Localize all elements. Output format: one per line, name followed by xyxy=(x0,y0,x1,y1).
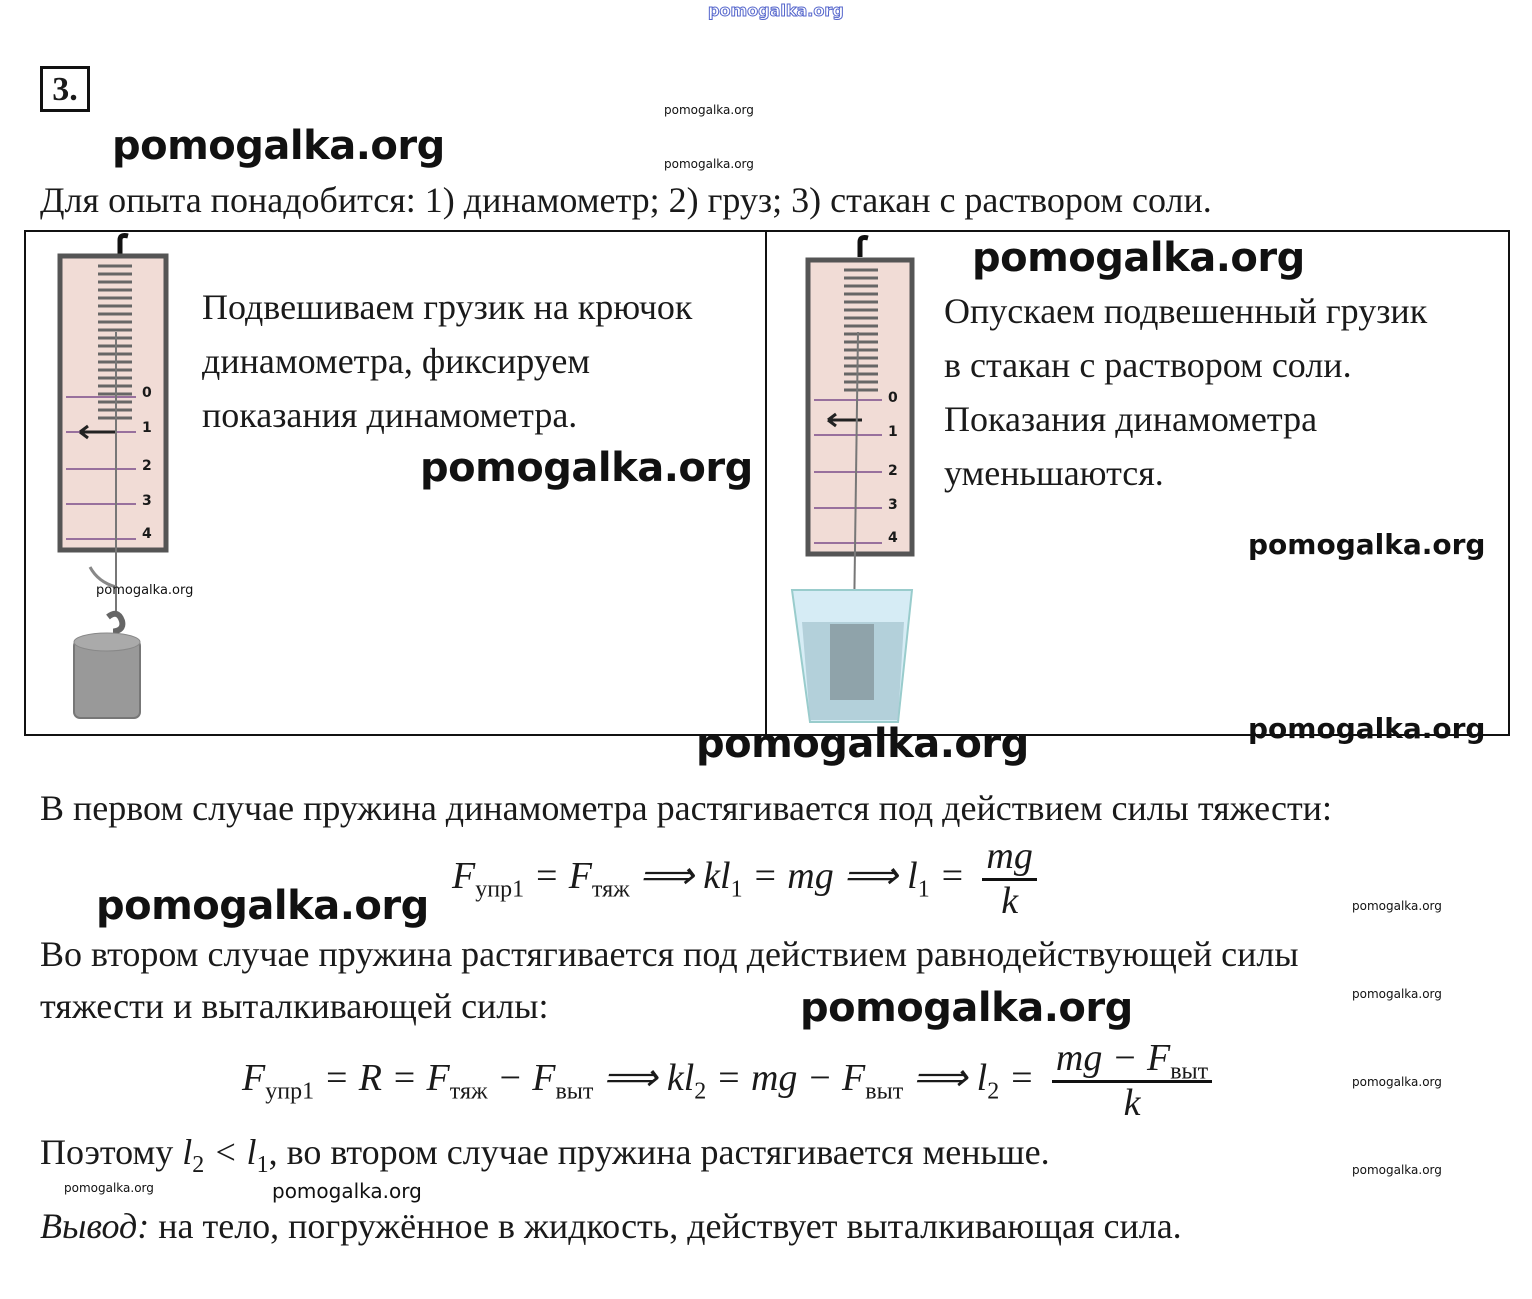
paragraph-second-case-2: тяжести и выталкивающей силы: xyxy=(40,986,549,1026)
dynamometer-in-glass-illustration xyxy=(790,235,915,723)
watermark: pomogalka.org xyxy=(112,123,445,169)
scale-label: 4 xyxy=(142,526,152,542)
scale-label: 0 xyxy=(142,385,152,401)
conclusion: Вывод: на тело, погружённое в жидкость, … xyxy=(40,1206,1182,1247)
math-sub: выт xyxy=(555,1078,594,1105)
math-part: = F xyxy=(524,855,592,898)
watermark: pomogalka.org xyxy=(420,445,753,491)
math-part: < l xyxy=(204,1132,257,1172)
math-part: = mg ⟹ l xyxy=(742,855,918,898)
scale-label: 4 xyxy=(888,530,898,546)
math-part: = R = F xyxy=(314,1057,450,1100)
denominator: k xyxy=(1001,879,1019,922)
scale-label: 1 xyxy=(888,424,898,440)
math-part: ⟹ kl xyxy=(629,855,731,898)
intro-text: Для опыта понадобится: 1) динамометр; 2)… xyxy=(40,180,1212,220)
watermark: pomogalka.org xyxy=(64,1181,154,1195)
math-part: mg − F xyxy=(1055,1037,1171,1079)
math-sub: 2 xyxy=(192,1152,205,1179)
watermark: pomogalka.org xyxy=(96,883,429,929)
math-sub: выт xyxy=(1170,1058,1209,1085)
watermark: pomogalka.org xyxy=(696,721,1029,767)
text-line: динамометра, фиксируем xyxy=(202,341,591,381)
formula-second-case: Fупр1 = R = Fтяж − Fвыт ⟹ kl2 = mg − Fвы… xyxy=(242,1037,1213,1125)
math-part: − F xyxy=(487,1057,556,1100)
dynamometer-with-weight-illustration xyxy=(57,233,169,719)
text-line: показания динамометра. xyxy=(202,395,578,435)
paragraph-second-case-1: Во втором случае пружина растягивается п… xyxy=(40,934,1299,974)
watermark: pomogalka.org xyxy=(1248,528,1486,561)
text-line: в стакан с раствором соли. xyxy=(944,345,1352,385)
conclusion-label: Вывод: xyxy=(40,1206,150,1246)
watermark: pomogalka.org xyxy=(1352,899,1442,913)
math-sub: 1 xyxy=(917,876,930,903)
watermark: pomogalka.org xyxy=(800,985,1133,1031)
scale-label: 2 xyxy=(142,458,152,474)
math-part: F xyxy=(452,855,476,898)
math-part: F xyxy=(242,1057,266,1100)
scale-label: 3 xyxy=(142,493,152,509)
math-sub: 2 xyxy=(694,1078,707,1105)
math-sub: 2 xyxy=(987,1078,1000,1105)
text-line: Подвешиваем грузик на крючок xyxy=(202,287,693,327)
math-sub: упр1 xyxy=(475,876,525,903)
text-line: уменьшаются. xyxy=(944,453,1164,493)
conclusion-text: на тело, погружённое в жидкость, действу… xyxy=(149,1206,1182,1246)
watermark: pomogalka.org xyxy=(664,157,754,171)
text-line: Опускаем подвешенный грузик xyxy=(944,291,1428,331)
task-number: 3. xyxy=(40,66,90,112)
text-line: Показания динамометра xyxy=(944,399,1318,439)
math-part: = xyxy=(999,1057,1044,1100)
watermark: pomogalka.org xyxy=(664,103,754,117)
experiment-panel xyxy=(24,230,1510,736)
watermark: pomogalka.org xyxy=(972,235,1305,281)
math-part: ⟹ kl xyxy=(593,1057,695,1100)
watermark: pomogalka.org xyxy=(96,583,194,598)
math-sub: упр1 xyxy=(265,1078,315,1105)
denominator: k xyxy=(1123,1081,1141,1124)
math-part: = mg − F xyxy=(706,1057,866,1100)
watermark: pomogalka.org xyxy=(1352,1075,1442,1089)
watermark-top: pomogalka.org xyxy=(708,1,845,20)
scale-label: 3 xyxy=(888,497,898,513)
math-sub: тяж xyxy=(449,1078,488,1105)
math-sub: 1 xyxy=(256,1152,269,1179)
numerator: mg − Fвыт xyxy=(1051,1037,1213,1085)
right-panel-text: Опускаем подвешенный грузик в стакан с р… xyxy=(944,284,1427,500)
text-part: Поэтому xyxy=(40,1132,183,1172)
panel-divider xyxy=(765,230,767,734)
math-sub: выт xyxy=(865,1078,904,1105)
left-panel-text: Подвешиваем грузик на крючок динамометра… xyxy=(202,280,692,442)
text-part: , во втором случае пружина растягивается… xyxy=(268,1132,1050,1172)
math-part: ⟹ l xyxy=(903,1057,988,1100)
math-part: l xyxy=(182,1132,193,1172)
watermark: pomogalka.org xyxy=(1352,1163,1442,1177)
numerator: mg xyxy=(982,835,1037,881)
math-part: = xyxy=(929,855,975,898)
watermark: pomogalka.org xyxy=(272,1179,422,1203)
math-sub: тяж xyxy=(591,876,630,903)
paragraph-comparison: Поэтому l2 < l1, во втором случае пружин… xyxy=(40,1132,1050,1177)
watermark: pomogalka.org xyxy=(1248,712,1486,745)
scale-label: 0 xyxy=(888,390,898,406)
scale-label: 2 xyxy=(888,463,898,479)
scale-label: 1 xyxy=(142,420,152,436)
watermark: pomogalka.org xyxy=(1352,987,1442,1001)
paragraph-first-case: В первом случае пружина динамометра раст… xyxy=(40,788,1332,828)
math-sub: 1 xyxy=(730,876,743,903)
